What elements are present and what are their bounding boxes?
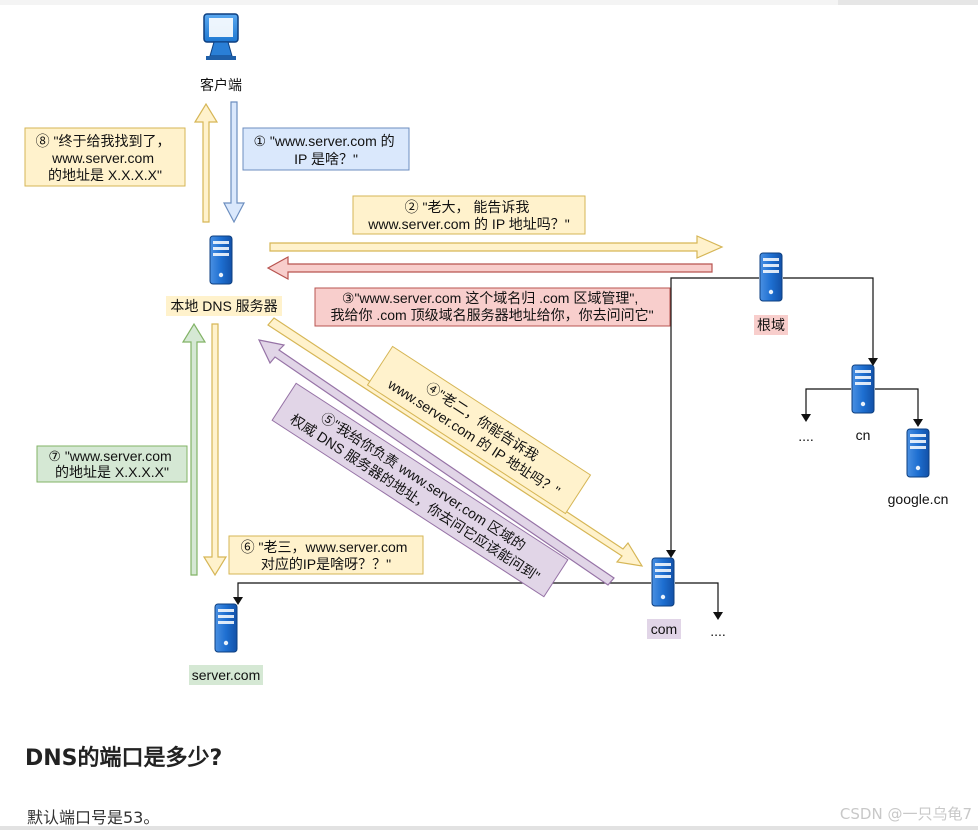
step-3-line-1: ③"www.server.com 这个域名归 .com 区域管理", — [342, 290, 638, 306]
tree-connectors — [233, 277, 923, 620]
step-6-note: ⑥ "老三，www.server.com 对应的IP是啥呀？？" — [228, 535, 424, 575]
svg-text:⑦ "www.server.com 的地址是 X: ⑦ "www.server.com 的地址是 X.X.X.X" — [48, 448, 175, 480]
arrow-3-root-to-local — [266, 255, 713, 281]
svg-text:① "www.server.com 的 IP 是: ① "www.server.com 的 IP 是啥？" — [253, 133, 398, 167]
google-label: google.cn — [888, 491, 949, 507]
svg-text:② "老大， 能告诉我 www.server.c: ② "老大， 能告诉我 www.server.com 的 IP 地址吗？" — [367, 199, 570, 232]
local-dns-label: 本地 DNS 服务器 — [170, 298, 277, 314]
arrow-8-local-to-client — [193, 102, 219, 223]
server-com-node: server.com — [189, 603, 263, 685]
google-node: google.cn — [888, 428, 949, 507]
body-text: 默认端口号是53。 — [27, 808, 160, 827]
cn-to-more-link — [805, 388, 851, 414]
client-label: 客户端 — [200, 77, 242, 93]
step-2-line-1: ② "老大， 能告诉我 — [405, 199, 530, 215]
arrow-1-client-to-local — [223, 101, 245, 224]
com-to-server-link — [237, 582, 651, 597]
dns-resolution-diagram: 客户端 本地 DNS 服务器 根域 cn .... google.cn com … — [24, 13, 949, 685]
com-more-label: .... — [710, 623, 726, 639]
monitor-icon — [203, 13, 239, 60]
server-com-label: server.com — [192, 667, 260, 683]
root-to-cn-link — [783, 277, 874, 358]
cn-to-google-link — [875, 388, 919, 419]
arrow-2-local-to-root — [269, 235, 724, 259]
step-2-line-2: www.server.com 的 IP 地址吗？" — [367, 216, 570, 232]
com-node: com — [647, 557, 681, 639]
svg-text:⑧ "终于给我找到了， www.server.c: ⑧ "终于给我找到了， www.server.com 的地址是 X.X.X.X" — [36, 133, 175, 183]
step-2-note: ② "老大， 能告诉我 www.server.com 的 IP 地址吗？" — [352, 195, 586, 235]
arrow-5-com-to-local — [257, 339, 615, 586]
step-8-line-2: www.server.com — [51, 150, 154, 166]
arrow-6-local-to-server — [202, 323, 228, 577]
step-8-note: ⑧ "终于给我找到了， www.server.com 的地址是 X.X.X.X" — [24, 127, 186, 187]
server-icon — [851, 364, 875, 414]
root-to-com-link — [670, 277, 759, 550]
step-8-line-1: ⑧ "终于给我找到了， — [36, 133, 171, 149]
step-3-line-2: 我给你 .com 顶级域名服务器地址给你，你去问问它" — [330, 307, 653, 323]
server-icon — [759, 252, 783, 302]
watermark: CSDN @一只乌龟7 — [839, 805, 972, 823]
server-icon — [209, 235, 233, 285]
root-node: 根域 — [754, 252, 788, 335]
step-7-line-1: ⑦ "www.server.com — [48, 448, 171, 464]
cn-label: cn — [856, 427, 871, 443]
step-1-line-1: ① "www.server.com 的 — [253, 133, 394, 149]
cn-node: cn — [851, 364, 875, 443]
step-1-line-2: IP 是啥？" — [294, 151, 358, 167]
svg-text:③"www.server.com 这个域名归 .com 区域: ③"www.server.com 这个域名归 .com 区域管理", 我给你 .… — [330, 290, 653, 323]
com-to-more-link — [675, 582, 719, 612]
svg-text:⑥ "老三，www.server.com 对应的: ⑥ "老三，www.server.com 对应的IP是啥呀？？" — [241, 539, 412, 572]
com-label: com — [651, 621, 677, 637]
server-icon — [651, 557, 675, 607]
step-3-note: ③"www.server.com 这个域名归 .com 区域管理", 我给你 .… — [314, 287, 671, 327]
step-1-note: ① "www.server.com 的 IP 是啥？" — [242, 127, 410, 171]
top-scroll-shadow — [838, 0, 978, 5]
section-title: DNS的端口是多少? — [25, 746, 223, 771]
client-node: 客户端 — [200, 13, 242, 93]
arrow-7-server-to-local — [181, 322, 207, 576]
top-edge — [0, 0, 978, 5]
local-dns-node: 本地 DNS 服务器 — [166, 235, 282, 316]
cn-more-label: .... — [798, 428, 814, 444]
step-6-line-1: ⑥ "老三，www.server.com — [241, 539, 408, 555]
server-icon — [906, 428, 930, 478]
step-6-line-2: 对应的IP是啥呀？？" — [261, 556, 391, 572]
step-7-line-2: 的地址是 X.X.X.X" — [55, 464, 169, 480]
bottom-edge — [0, 826, 978, 830]
step-8-line-3: 的地址是 X.X.X.X" — [48, 167, 162, 183]
step-7-note: ⑦ "www.server.com 的地址是 X.X.X.X" — [36, 445, 188, 483]
server-icon — [214, 603, 238, 653]
root-label: 根域 — [757, 317, 785, 333]
